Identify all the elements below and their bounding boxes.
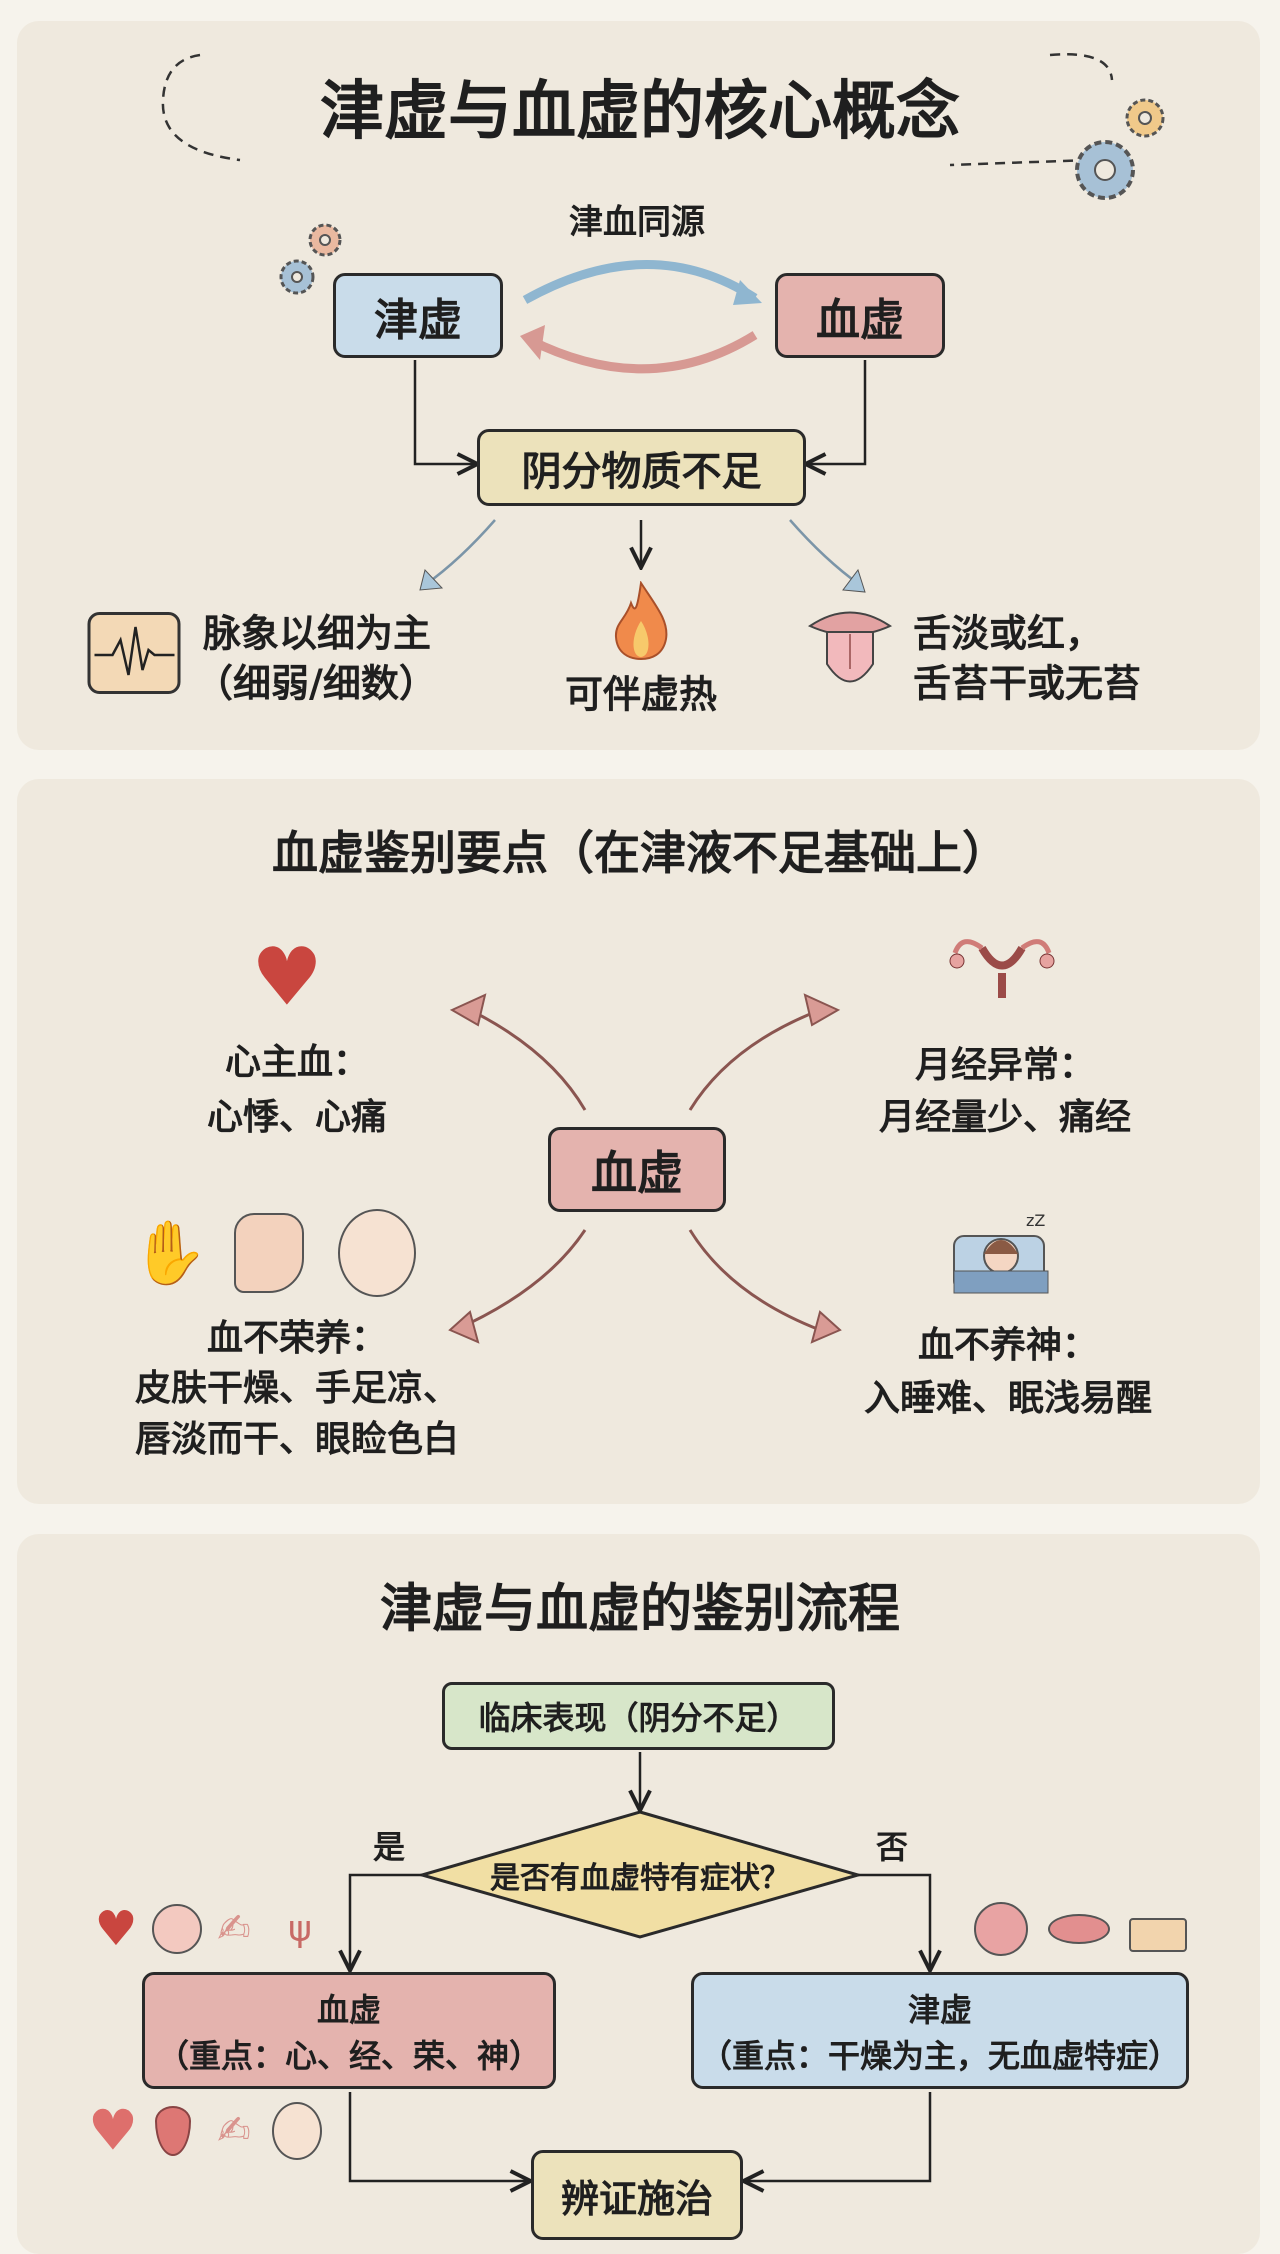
title-bracket-right [949,53,1114,167]
arrow-no [858,1873,930,1968]
gear-icon [308,223,342,257]
xue-xu-result-title: 血虚 [316,1990,381,2029]
hand-blood-icon: ✍ [217,2108,251,2154]
uterus-icon [947,933,1057,1007]
sleeping-person-icon: zZ [946,1206,1056,1300]
pulse-icon [152,1904,202,1954]
question-text: 是否有血虚特有症状？ [490,1861,790,1896]
jin-xu-label: 津虚 [374,294,462,346]
nourish-detail-1: 皮肤干燥、手足凉、 [134,1368,460,1409]
flow-diamond [416,1810,864,1939]
gear-icon [279,259,315,295]
xue-xu-label: 血虚 [816,294,904,346]
xue-xu-center-label: 血虚 [591,1145,683,1200]
xue-xu-box: 血虚 [775,273,945,358]
menses-title: 月经异常： [914,1045,1096,1086]
xue-xu-result-detail: （重点：心、经、荣、神） [156,2036,541,2075]
heart-icon: ♥ [251,930,323,1024]
yin-deficiency-label: 阴分物质不足 [521,448,762,495]
same-source-label: 津血同源 [569,202,705,243]
line-xue-to-yin [808,360,867,464]
jin-xu-box: 津虚 [333,273,503,358]
gear-icon [1125,98,1165,138]
heart-title: 心主血： [224,1042,370,1083]
jin-xu-result-detail: （重点：干燥为主，无血虚特症） [699,2036,1180,2075]
face-icon [272,2102,322,2160]
fire-icon [611,580,671,665]
pulse-icon [87,612,181,694]
svg-text:zZ: zZ [1026,1211,1045,1230]
menses-detail: 月经量少、痛经 [878,1097,1132,1138]
lips-icon [1048,1914,1110,1944]
arrow-jin-to-result [746,2092,932,2181]
jin-xu-result-title: 津虚 [907,1990,972,2029]
title-bracket-left [161,53,241,162]
tongue-text-1: 舌淡或红， [913,611,1104,656]
heart-detail: 心悸、心痛 [206,1097,388,1138]
arrow-to-spirit [688,1229,821,1332]
treatment-label: 辨证施治 [560,2176,713,2221]
xue-xu-center-box: 血虚 [548,1127,726,1212]
arrow-to-pulse [424,519,496,587]
concept-title: 津虚与血虚的核心概念 [320,75,960,149]
xue-xu-result-box: 血虚 （重点：心、经、荣、神） [142,1972,556,2089]
arrow-xue-to-jin [527,331,758,374]
heart-icon: ♥ [94,1901,138,1957]
gear-icon [1075,140,1135,200]
hand-icon: ✋ [131,1216,209,1289]
flow-title: 津虚与血虚的鉴别流程 [379,1579,901,1640]
no-label: 否 [875,1828,909,1866]
heart-icon: ♥ [87,2098,139,2164]
tongue-icon [805,604,895,698]
tongue-icon [974,1902,1028,1956]
differentiation-title: 血虚鉴别要点（在津液不足基础上） [272,826,1008,880]
treatment-box: 辨证施治 [531,2150,743,2240]
clinical-presentation-box: 临床表现（阴分不足） [442,1682,835,1750]
line-jin-to-yin [413,360,475,464]
foot-icon [234,1213,304,1293]
hand-blood-icon: ✍ [217,1906,251,1952]
nourish-detail-2: 唇淡而干、眼睑色白 [134,1419,460,1460]
yes-label: 是 [372,1828,406,1866]
face-icon [338,1209,416,1297]
clinical-presentation-label: 临床表现（阴分不足） [478,1699,799,1737]
arrow-to-nourish [454,1229,587,1332]
spirit-title: 血不养神： [917,1325,1099,1366]
pulse-text-2: （细弱/细数） [195,661,437,706]
arrow-to-menses [688,1008,821,1111]
jin-xu-result-box: 津虚 （重点：干燥为主，无血虚特症） [691,1972,1189,2089]
arrow-to-tongue [789,519,861,587]
arrow-xue-to-result [348,2092,528,2181]
heat-text: 可伴虚热 [564,672,718,717]
tongue-text-2: 舌苔干或无苔 [913,661,1142,706]
dry-skin-icon [1129,1918,1187,1952]
arrow-to-heart [469,1008,587,1111]
uterus-icon: ψ [288,1908,312,1950]
pulse-text-1: 脉象以细为主 [203,611,432,656]
nourish-title: 血不荣养： [206,1318,388,1359]
spirit-detail: 入睡难、眠浅易醒 [863,1378,1153,1419]
arrow-yes [350,1873,422,1968]
yin-deficiency-box: 阴分物质不足 [477,429,806,506]
arrow-jin-to-xue [522,260,758,304]
